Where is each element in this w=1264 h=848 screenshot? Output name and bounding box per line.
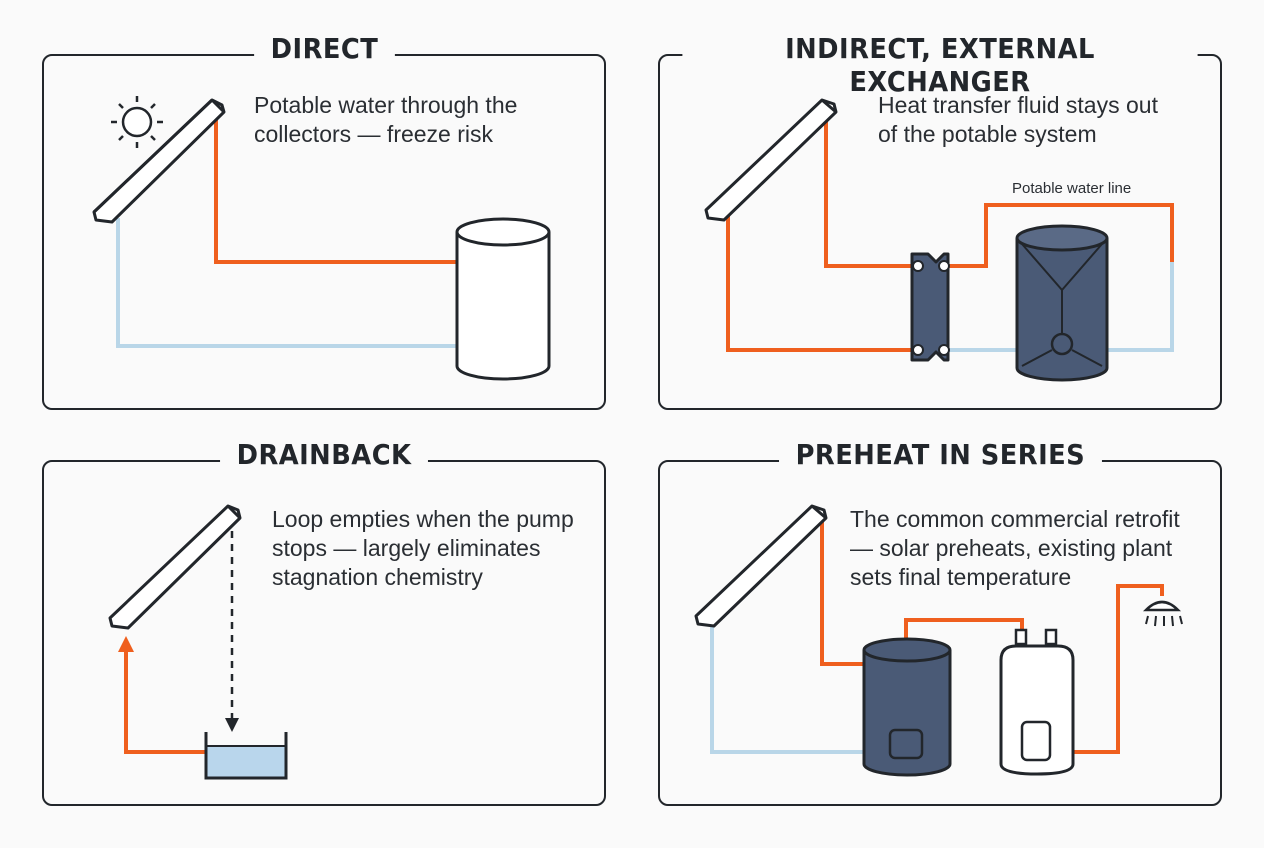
caption-line: collectors — freeze risk [254, 121, 494, 147]
caption-line: Potable water through the [254, 92, 518, 118]
arrow-down-icon [225, 718, 239, 732]
panel-caption: Loop empties when the pump stops — large… [272, 505, 574, 592]
hot-water-line [820, 522, 866, 666]
arrow-up-icon [118, 636, 134, 652]
sun-icon [111, 96, 163, 148]
caption-line: sets final temperature [850, 564, 1072, 590]
caption-line: Loop empties when the pump [272, 506, 574, 532]
tank-icon [1015, 224, 1109, 382]
panel-caption: Potable water through the collectors — f… [254, 91, 517, 149]
caption-line: Heat transfer fluid stays out [878, 92, 1158, 118]
water-heater-icon [999, 628, 1075, 776]
heat-exchanger-icon [910, 252, 950, 362]
preheat-to-heater-line [904, 618, 1024, 640]
cold-water-line [710, 624, 866, 754]
potable-cold-line [1104, 262, 1174, 352]
caption-line: — solar preheats, existing plant [850, 535, 1173, 561]
collector-return-line [726, 216, 918, 352]
tank-icon [455, 217, 551, 381]
panel-caption: The common commercial retrofit — solar p… [850, 505, 1180, 592]
collector-icon [92, 98, 226, 224]
caption-line: of the potable system [878, 121, 1097, 147]
preheat-tank-icon [862, 637, 952, 777]
collector-icon [694, 504, 828, 628]
potable-hot-line [944, 203, 1174, 268]
shower-icon [1142, 600, 1183, 627]
panel-caption: Heat transfer fluid stays out of the pot… [878, 91, 1158, 149]
pump-supply-line [124, 650, 206, 754]
cold-water-line [116, 218, 458, 348]
caption-line: The common commercial retrofit [850, 506, 1180, 532]
collector-icon [704, 98, 838, 222]
collector-supply-line [824, 112, 918, 268]
hot-water-line [214, 118, 458, 264]
drain-reservoir-icon [204, 732, 288, 780]
caption-line: stagnation chemistry [272, 564, 483, 590]
collector-icon [108, 504, 242, 630]
heater-to-shower-line [1072, 584, 1164, 754]
caption-line: stops — largely eliminates [272, 535, 541, 561]
potable-line-label: Potable water line [1012, 180, 1132, 197]
